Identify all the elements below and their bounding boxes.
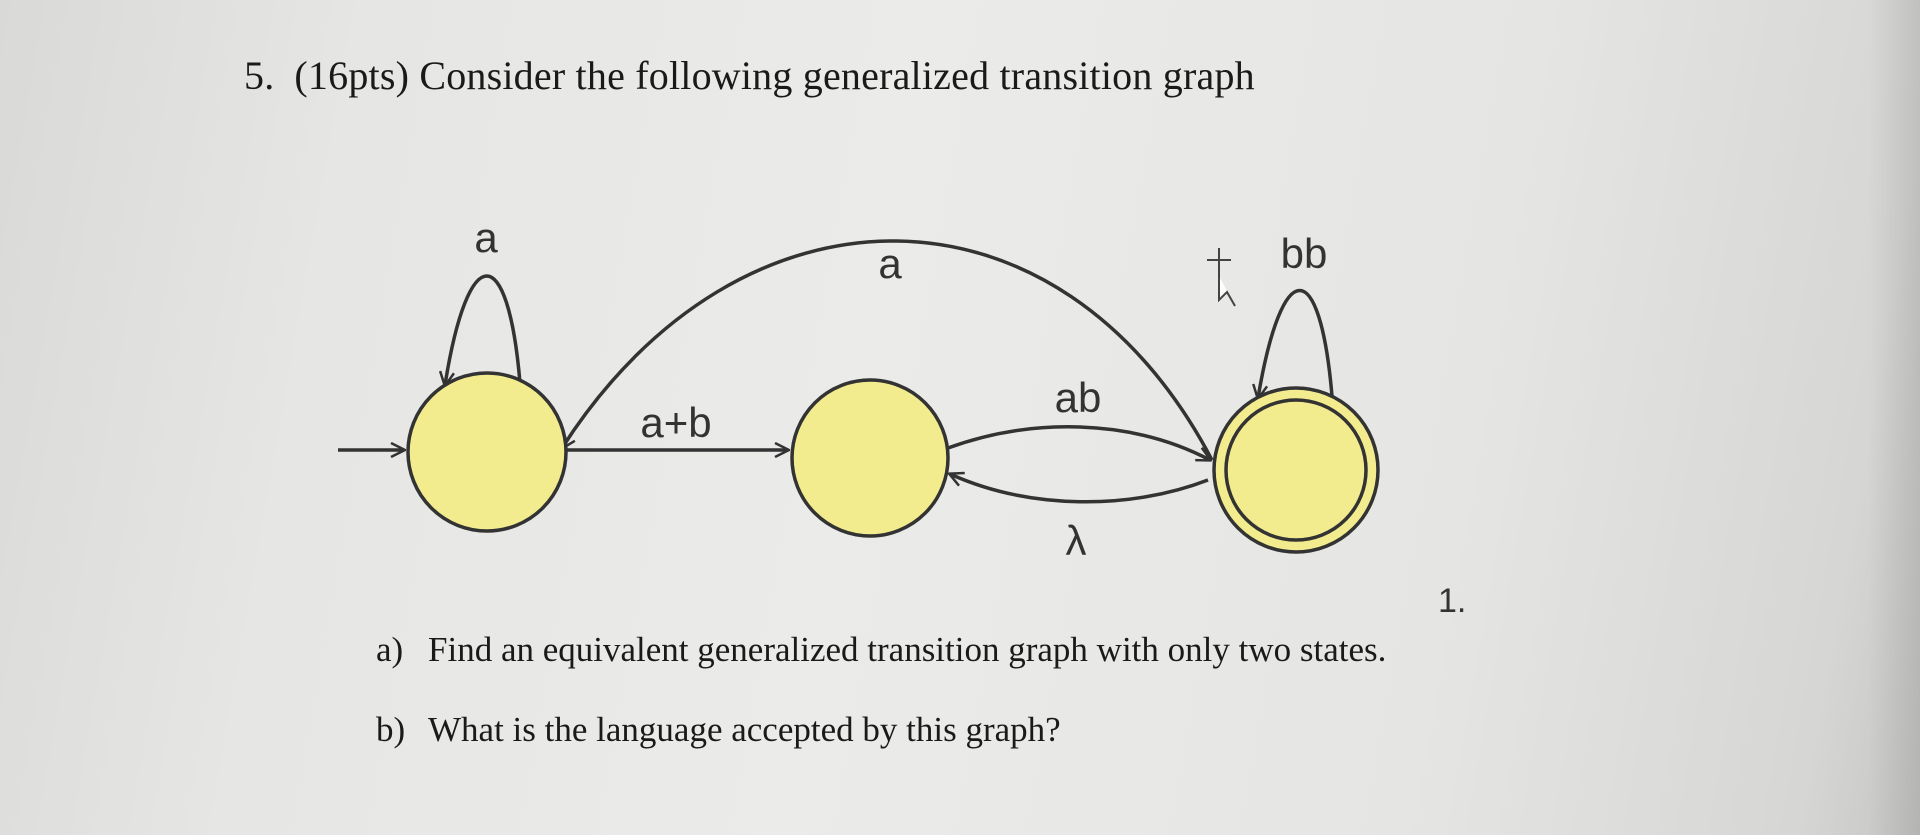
question-text: (16pts) Consider the following generaliz… xyxy=(294,53,1255,98)
part-b-text: What is the language accepted by this gr… xyxy=(428,710,1061,749)
part-b-label: b) xyxy=(376,710,406,749)
edge-q2-q1 xyxy=(950,474,1209,504)
state-q1 xyxy=(790,378,950,538)
part-a: a) Find an equivalent generalized transit… xyxy=(376,630,1386,670)
page-edge-shadow xyxy=(1868,0,1920,835)
question-heading: 5. (16pts) Consider the following general… xyxy=(244,52,1255,99)
part-a-label: a) xyxy=(376,630,404,669)
edge-label-q0-q1: a+b xyxy=(640,399,711,446)
state-q2-final-outer xyxy=(1212,386,1380,554)
part-b: b) What is the language accepted by this … xyxy=(376,710,1061,750)
stray-mark: 1. xyxy=(1438,582,1467,620)
part-a-text: Find an equivalent generalized transitio… xyxy=(428,630,1387,669)
edge-q1-q2 xyxy=(947,425,1210,460)
edge-label-q0-q0: a xyxy=(474,214,498,261)
move-cursor-icon xyxy=(1207,248,1236,307)
state-q2-final-inner xyxy=(1224,398,1368,542)
state-q0 xyxy=(406,371,568,533)
edge-q0-q0 xyxy=(445,274,522,385)
edge-q2-q2 xyxy=(1258,289,1334,398)
edge-label-q2-q2: bb xyxy=(1281,230,1328,277)
question-number: 5. xyxy=(244,53,275,98)
edge-label-q2-q0: a xyxy=(878,240,902,287)
edge-q2-q0 xyxy=(562,239,1214,461)
edge-label-q1-q2: ab xyxy=(1055,374,1102,421)
edge-label-q2-q1: λ xyxy=(1066,517,1087,564)
